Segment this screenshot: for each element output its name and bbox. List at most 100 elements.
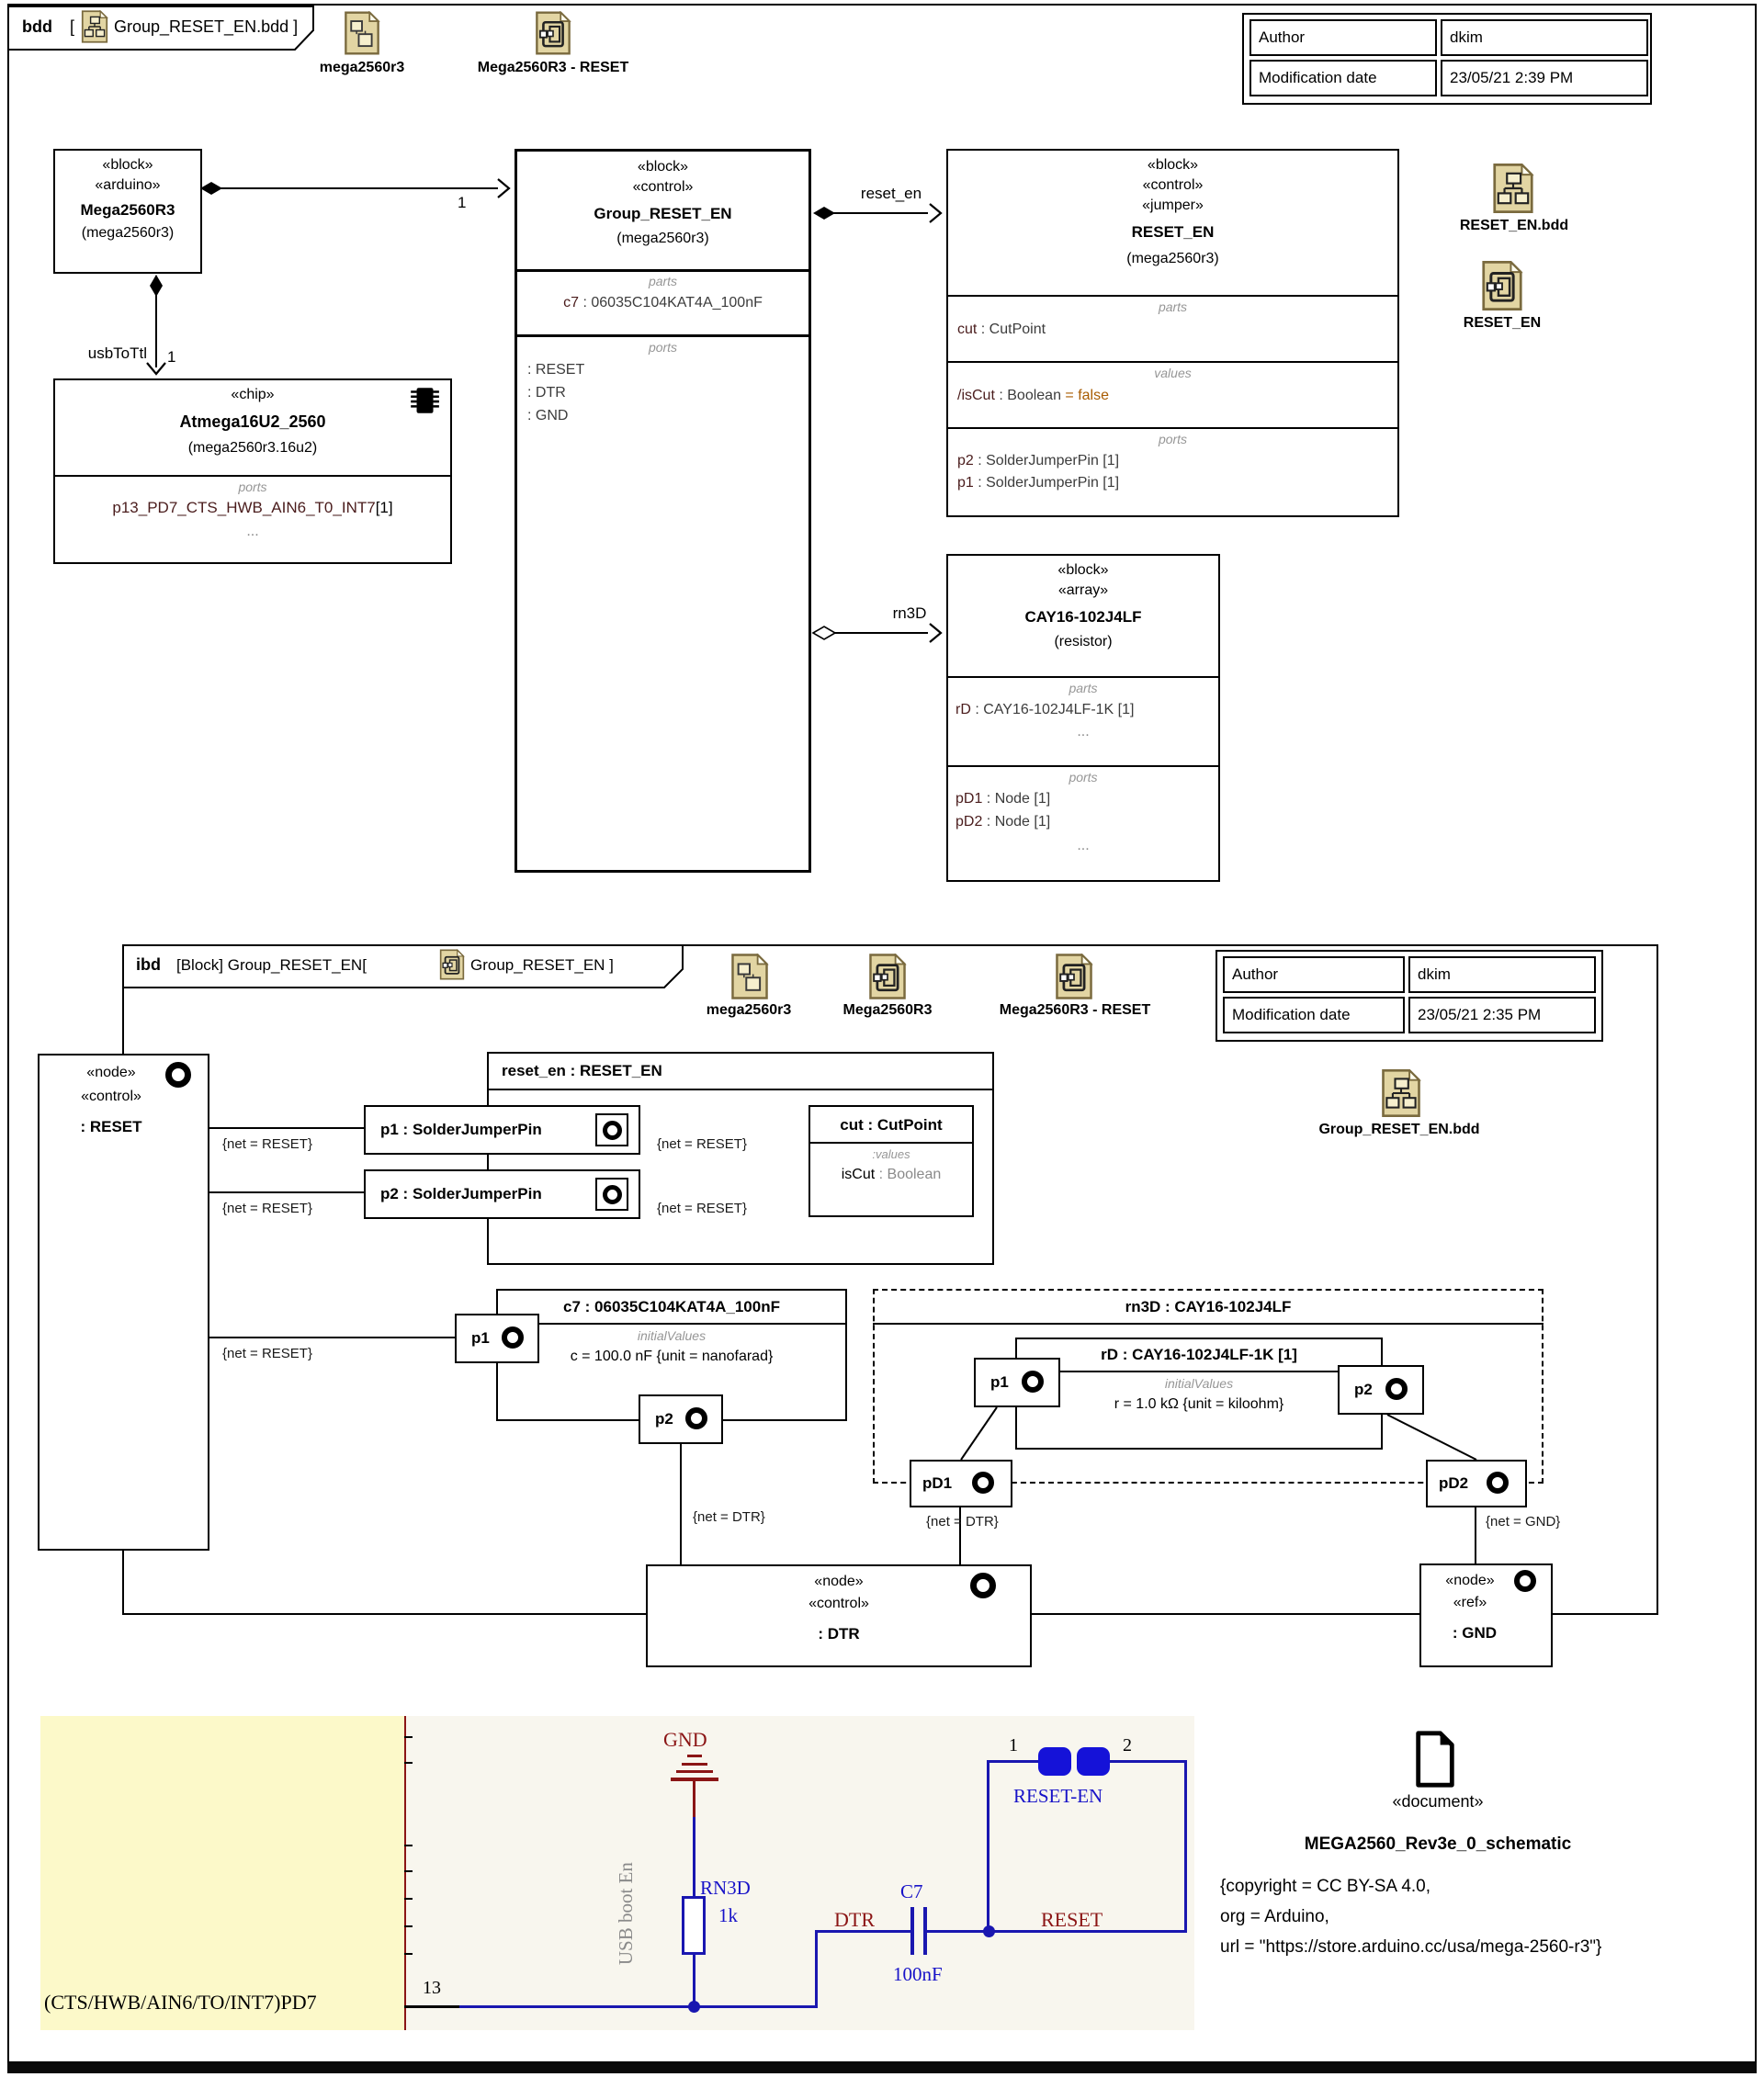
group-divider-1	[514, 269, 811, 272]
ibd-doc-icon[interactable]	[1055, 953, 1093, 999]
port-ring-icon[interactable]	[685, 1407, 707, 1429]
atmega-stereo-chip: «chip»	[231, 387, 275, 402]
block-cay16[interactable]	[946, 554, 1220, 882]
cay-parts-label: parts	[1069, 681, 1098, 695]
ibd-author-label: Author	[1232, 965, 1279, 983]
usbtottl-label: usbToTtl	[87, 344, 147, 362]
port-ring-icon[interactable]	[972, 1472, 994, 1494]
port-ring-icon[interactable]	[1385, 1378, 1408, 1400]
rn3d-port-pd1[interactable]	[910, 1460, 1012, 1507]
jumper-right-vertical	[1184, 1762, 1187, 1933]
ibd-frame-tab-shape	[122, 944, 684, 988]
junction-dot	[688, 2001, 700, 2013]
rd-port-p1[interactable]	[974, 1358, 1060, 1407]
shortcut-label-mega2560r3[interactable]: mega2560r3	[319, 60, 405, 75]
part-p1-solderjumperpin[interactable]	[364, 1105, 640, 1155]
ibd-author-label-cell	[1223, 956, 1405, 993]
node-dtr[interactable]	[646, 1564, 1032, 1667]
p1-port-icon[interactable]	[595, 1113, 628, 1146]
ibd-shortcut-mega2560r3-cap[interactable]: Mega2560R3	[842, 1002, 933, 1018]
port-ring-icon[interactable]	[1022, 1371, 1044, 1393]
gnd-node-name: : GND	[1452, 1624, 1498, 1642]
jumper-top-right-wire	[1106, 1760, 1187, 1763]
p2-port-icon[interactable]	[595, 1178, 628, 1211]
dtr-node-stereo: «node»	[814, 1574, 864, 1589]
rn3d-port-pd2[interactable]	[1426, 1460, 1527, 1507]
reset-en-ibd-file-label[interactable]: RESET_EN	[1463, 315, 1542, 331]
reseten-values-label: values	[1154, 366, 1192, 380]
connector-pd2-gnd	[1475, 1507, 1476, 1563]
net-label-reset: {net = RESET}	[222, 1346, 312, 1361]
part-rn3d[interactable]	[873, 1289, 1544, 1484]
group-ports-label: ports	[648, 340, 678, 355]
c7-port-p1[interactable]	[455, 1314, 539, 1363]
part-cut-cutpoint[interactable]	[808, 1105, 974, 1217]
bdd-tab-kind: bdd	[22, 17, 52, 36]
block-atmega16u2[interactable]	[53, 378, 452, 564]
ibd-doc-icon[interactable]	[535, 10, 571, 55]
schematic-100nf-label: 100nF	[893, 1963, 943, 1985]
bdd-author-value: dkim	[1450, 28, 1483, 46]
dtr-wire-vertical	[815, 1932, 818, 2008]
connector-group-reseten	[831, 212, 928, 214]
pin13-stub-wire	[404, 2005, 461, 2008]
pin-tick	[404, 1953, 413, 1955]
group-reset-en-bdd-file-label[interactable]: Group_RESET_EN.bdd	[1318, 1122, 1480, 1137]
reseten-port-line-p1: p1 : SolderJumperPin [1]	[957, 475, 1120, 491]
port-ring-icon[interactable]	[970, 1573, 996, 1598]
net-label-dtr: {net = DTR}	[693, 1509, 765, 1525]
ibd-frame	[122, 944, 1658, 1615]
schematic-1k-label: 1k	[718, 1904, 738, 1926]
port-ring-icon[interactable]	[165, 1062, 191, 1088]
part-p2-solderjumperpin[interactable]	[364, 1169, 640, 1219]
block-reset-en[interactable]	[946, 149, 1399, 517]
document-org: org = Arduino,	[1220, 1907, 1329, 1926]
bdd-file-icon[interactable]	[1380, 1067, 1422, 1117]
package-doc-icon[interactable]	[344, 10, 380, 55]
reseten-stereo-jumper: «jumper»	[1142, 198, 1204, 213]
net-label-gnd: {net = GND}	[1486, 1514, 1561, 1530]
resistor-rn3d-body	[682, 1896, 706, 1955]
reseten-divider-3	[946, 427, 1399, 429]
bdd-tab-title[interactable]: Group_RESET_EN.bdd ]	[114, 17, 299, 36]
reset-en-bdd-file-label[interactable]: RESET_EN.bdd	[1459, 218, 1569, 233]
bdd-author-value-cell	[1441, 19, 1648, 56]
ibd-shortcut-mega2560r3-reset[interactable]: Mega2560R3 - RESET	[999, 1002, 1151, 1018]
rd-part-title: rD : CAY16-102J4LF-1K [1]	[1101, 1346, 1297, 1363]
port-ring-icon[interactable]	[502, 1326, 524, 1349]
reset-en-part-title: reset_en : RESET_EN	[502, 1062, 662, 1079]
port-ring-icon[interactable]	[1487, 1472, 1509, 1494]
bdd-tab-open-bracket: [	[70, 17, 75, 36]
schematic-reset-en-label: RESET-EN	[1013, 1785, 1103, 1807]
block-group-reset-en[interactable]	[514, 149, 811, 873]
bdd-file-icon[interactable]	[1492, 162, 1534, 213]
reseten-divider-2	[946, 361, 1399, 363]
cut-value-line: isCut : Boolean	[841, 1167, 942, 1182]
bdd-moddate-label-cell	[1250, 60, 1437, 96]
ground-dash-3	[676, 1770, 713, 1773]
ibd-file-icon[interactable]	[1481, 259, 1523, 310]
c7-initialvalues-label: initialValues	[637, 1328, 707, 1343]
rd-port-p2[interactable]	[1338, 1365, 1424, 1415]
package-doc-icon[interactable]	[730, 953, 769, 999]
ibd-doc-icon[interactable]	[868, 953, 907, 999]
schematic-usb-boot-en-label: USB boot En	[614, 1862, 637, 1966]
cut-part-title: cut : CutPoint	[840, 1116, 943, 1134]
cay-package: (resistor)	[1054, 634, 1113, 649]
schematic-pd7-pin-label: (CTS/HWB/AIN6/TO/INT7)PD7	[44, 1991, 317, 2014]
reseten-stereo-control: «control»	[1142, 177, 1204, 193]
node-reset[interactable]	[38, 1054, 209, 1551]
port-ring-icon[interactable]	[1514, 1570, 1536, 1592]
schematic-pad1-number: 1	[1009, 1735, 1018, 1755]
ibd-shortcut-mega2560r3[interactable]: mega2560r3	[706, 1002, 792, 1018]
pin-tick	[404, 1762, 413, 1764]
ibd-tab-title[interactable]: Group_RESET_EN ]	[470, 956, 614, 974]
c7-port-p2[interactable]	[639, 1394, 723, 1444]
aggregation-diamond-icon	[811, 626, 837, 640]
pin-tick	[404, 1898, 413, 1900]
shortcut-label-mega2560r3-reset[interactable]: Mega2560R3 - RESET	[477, 60, 629, 75]
cay-part-line: rD : CAY16-102J4LF-1K [1]	[956, 702, 1135, 717]
mega-stereo-block: «block»	[102, 157, 153, 173]
composition-diamond-icon	[198, 181, 224, 196]
block-mega2560r3[interactable]	[53, 149, 202, 274]
